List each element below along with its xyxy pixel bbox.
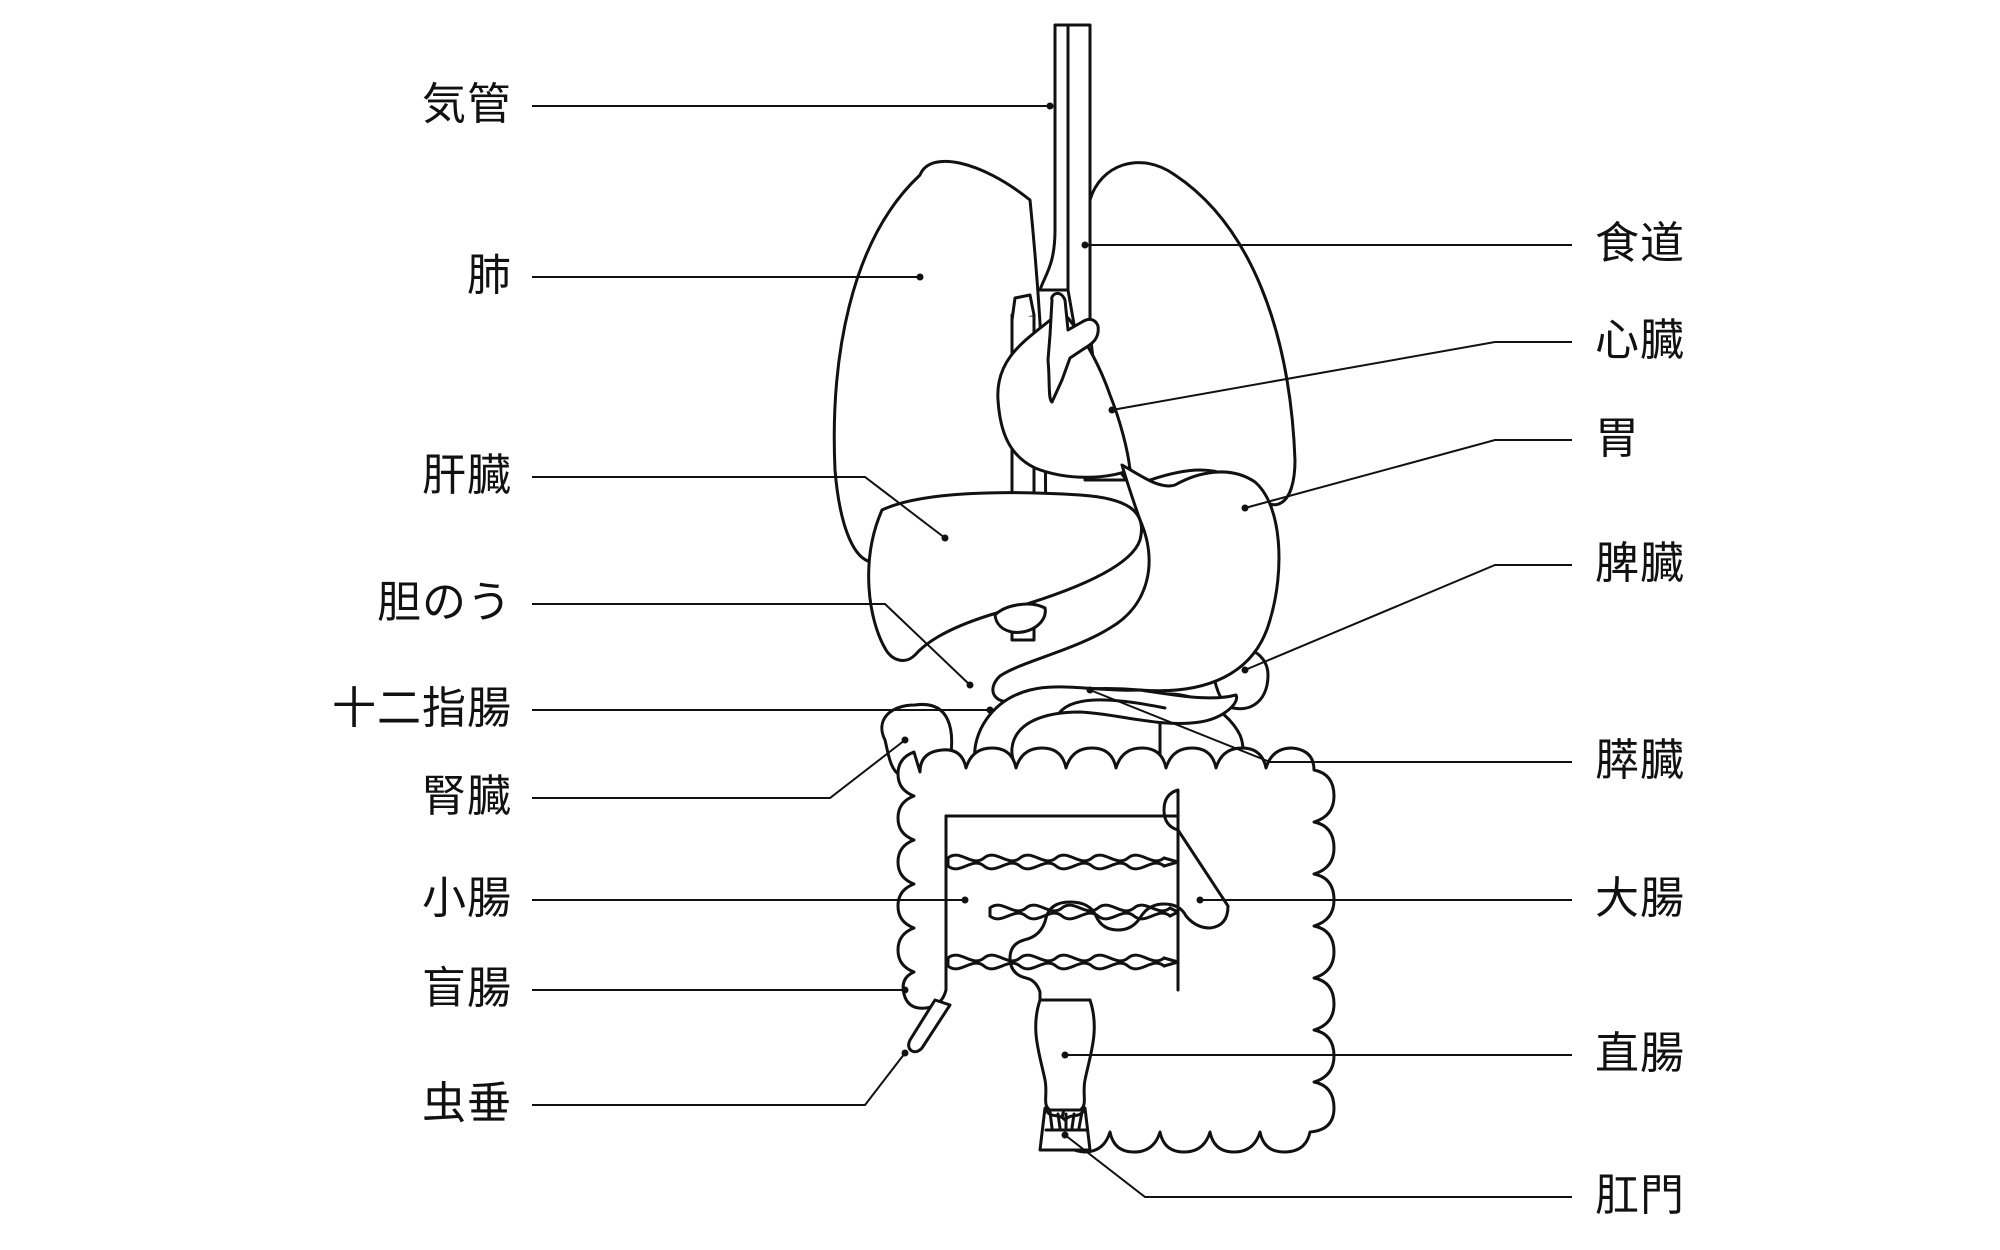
leader-heart (1111, 341, 1572, 411)
large-intestine-shape (896, 746, 1336, 1154)
small-intestine-coil-2b (988, 911, 1172, 921)
leader-lines-right (1064, 244, 1572, 1198)
heart-vessels-shape (1046, 291, 1100, 404)
label-lung: 肺 (467, 250, 512, 301)
label-liver: 肝臓 (422, 450, 512, 501)
small-intestine-coil-1b (946, 861, 1166, 871)
small-intestine-coil-1 (946, 853, 1166, 863)
label-appendix: 虫垂 (422, 1078, 512, 1129)
label-pancreas: 膵臓 (1595, 735, 1685, 786)
leader-spleen (1244, 564, 1572, 671)
small-intestine-connectors (946, 856, 1180, 968)
label-duodenum: 十二指腸 (332, 683, 512, 734)
label-spleen: 脾臓 (1595, 538, 1685, 589)
label-trachea: 気管 (422, 79, 512, 130)
small-intestine-coil-3 (946, 953, 1166, 963)
label-rectum: 直腸 (1595, 1028, 1685, 1079)
label-gallbladder: 胆のう (377, 577, 512, 628)
label-esophagus: 食道 (1595, 218, 1685, 269)
label-cecum: 盲腸 (422, 963, 512, 1014)
leader-anus (1064, 1134, 1572, 1198)
label-large-intestine: 大腸 (1595, 873, 1685, 924)
pancreas-shape (1058, 698, 1167, 714)
appendix-shape (907, 998, 952, 1054)
label-kidney: 腎臓 (422, 771, 512, 822)
heart-shape (996, 310, 1132, 479)
gallbladder-shape (993, 602, 1047, 634)
leader-stomach (1244, 439, 1572, 509)
label-anus: 肛門 (1595, 1170, 1685, 1221)
leader-gallbladder (532, 603, 971, 686)
anus-ridges (1044, 1110, 1088, 1132)
leader-appendix (532, 1052, 906, 1106)
leader-lines-left (532, 105, 1050, 1106)
small-intestine-coil-3b (946, 961, 1166, 971)
leader-dots (901, 102, 1249, 1139)
colon-inner-edge (944, 814, 1180, 992)
small-intestine-coil-2 (988, 903, 1172, 913)
label-small-intestine: 小腸 (422, 873, 512, 924)
label-stomach: 胃 (1595, 413, 1640, 464)
liver-shape (867, 491, 1143, 662)
leader-liver (532, 476, 946, 539)
leader-pancreas (1089, 689, 1572, 763)
label-heart: 心臓 (1595, 315, 1685, 366)
leader-kidney (532, 739, 906, 799)
trachea-shape (1038, 23, 1070, 292)
aorta-top-shape (1010, 293, 1036, 322)
